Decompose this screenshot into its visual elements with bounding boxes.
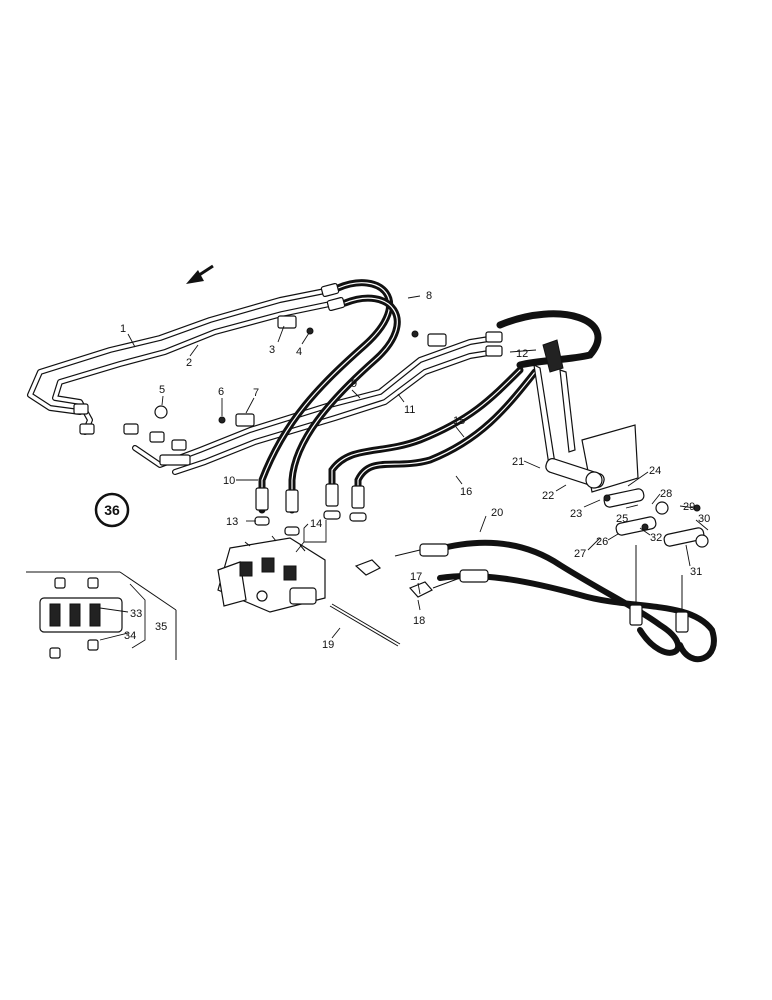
- callout-3: 3: [269, 344, 275, 356]
- callout-21: 21: [512, 456, 524, 468]
- callout-32: 32: [650, 532, 662, 544]
- inset-detail: [26, 571, 177, 660]
- callout-17: 17: [410, 571, 422, 583]
- callout-2: 2: [186, 357, 192, 369]
- callout-25: 25: [616, 513, 628, 525]
- callout-5: 5: [159, 384, 165, 396]
- direction-arrow-icon: [186, 264, 214, 284]
- callout-11: 11: [404, 404, 415, 416]
- callout-20: 20: [491, 507, 503, 519]
- callout-28: 28: [660, 488, 672, 500]
- callout-13: 13: [226, 516, 238, 528]
- callout-31: 31: [690, 566, 702, 578]
- callout-19: 19: [322, 639, 334, 651]
- callout-12: 12: [516, 348, 528, 360]
- callout-labels: 1 2 3 4 5 6 7 8 9 10 11 12 13 14 15 16 1…: [120, 290, 710, 651]
- callout-35: 35: [155, 621, 167, 633]
- callout-1: 1: [120, 323, 126, 335]
- callout-15: 15: [453, 415, 465, 427]
- callout-30: 30: [698, 513, 710, 525]
- callout-7: 7: [253, 387, 259, 399]
- callout-16: 16: [460, 486, 472, 498]
- callout-34: 34: [124, 630, 136, 642]
- group-badge: 36: [94, 492, 130, 528]
- callout-4: 4: [296, 346, 302, 358]
- control-cables: [394, 539, 717, 663]
- callout-29: 29: [683, 501, 695, 513]
- callout-10: 10: [223, 475, 235, 487]
- callout-33: 33: [130, 608, 142, 620]
- callout-9: 9: [351, 378, 357, 390]
- callout-18: 18: [413, 615, 425, 627]
- leader-lines: [99, 295, 709, 641]
- callout-8: 8: [426, 290, 432, 302]
- hose-fittings: [254, 282, 503, 536]
- callout-22: 22: [542, 490, 554, 502]
- callout-6: 6: [218, 386, 224, 398]
- callout-27: 27: [574, 548, 586, 560]
- hydraulic-hoses: [258, 279, 602, 514]
- pipe-clamps: [154, 315, 447, 427]
- control-lever-assembly: [533, 339, 709, 548]
- control-valve-block: [217, 535, 433, 647]
- callout-26: 26: [596, 536, 608, 548]
- callout-24: 24: [649, 465, 661, 477]
- group-badge-label: 36: [104, 502, 120, 518]
- callout-14: 14: [310, 518, 322, 530]
- callout-23: 23: [570, 508, 582, 520]
- rigid-pipe-assembly: [27, 287, 498, 475]
